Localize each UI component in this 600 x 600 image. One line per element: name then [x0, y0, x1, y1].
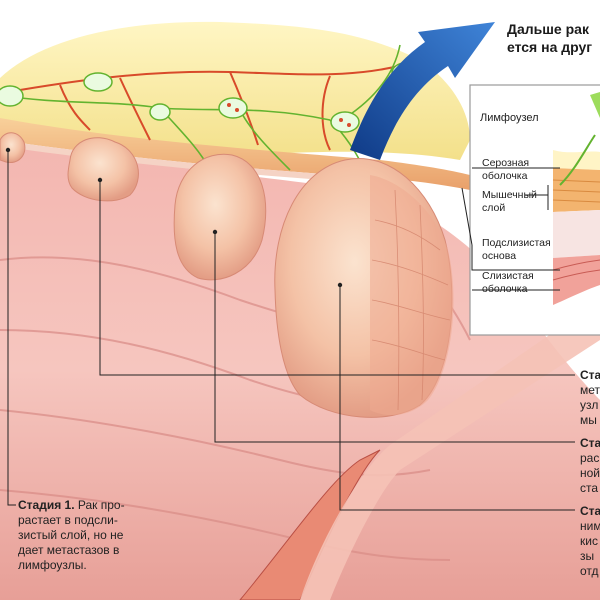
header-line-2: ется на друг: [507, 39, 593, 55]
tumors: [0, 132, 454, 418]
inset-layers: [552, 92, 600, 305]
stage-caption-bottom: Ста ним кис зы отд: [580, 504, 600, 578]
stage-caption-mid: Ста рас ной ста: [580, 436, 600, 495]
stage-caption-top: Ста мет узл мы: [580, 368, 600, 427]
inset-title: Лимфоузел: [480, 112, 539, 124]
leader-lines: [7, 150, 575, 511]
stage-1-caption: Стадия 1. Рак про- растает в подсли- зис…: [18, 498, 125, 572]
blood-vessels: [19, 59, 421, 151]
metastasis-arrow: [350, 22, 495, 160]
header-line-1: Дальше рак: [507, 21, 589, 37]
